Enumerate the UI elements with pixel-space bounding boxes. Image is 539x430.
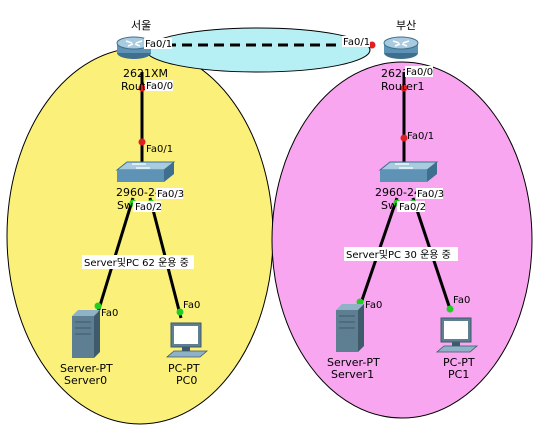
pc-icon[interactable] (435, 317, 479, 353)
switch-icon[interactable] (115, 161, 176, 182)
router0-model-label: 2621XM (123, 67, 168, 80)
router1-port-fa01: Fa0/1 (343, 37, 370, 48)
busan-usage-note: Server및PC 30 운용 중 (346, 249, 451, 261)
router1-name-label: Router1 (381, 80, 424, 93)
server-icon[interactable] (336, 304, 364, 352)
status-dot-pc0 (176, 308, 184, 316)
switch0-port-fa02: Fa0/2 (135, 202, 162, 213)
status-dot-pc1 (446, 305, 454, 313)
router0-port-fa01: Fa0/1 (145, 39, 172, 50)
status-dot-switch1-fa01 (400, 134, 408, 142)
busan-area-ellipse (271, 61, 533, 419)
server0-model-label: Server-PT (60, 362, 113, 375)
server0-name-label: Server0 (64, 374, 107, 387)
switch-icon[interactable] (378, 161, 439, 182)
pc-icon[interactable] (165, 322, 209, 358)
status-dot-server0 (94, 302, 102, 310)
router-icon[interactable] (383, 36, 419, 59)
status-dot-router0-fa00 (138, 84, 146, 92)
pc1-model-label: PC-PT (443, 356, 475, 369)
pc1-name-label: PC1 (448, 368, 469, 381)
server1-name-label: Server1 (331, 368, 374, 381)
switch1-port-fa01: Fa0/1 (407, 131, 434, 142)
router1-city-label: 부산 (396, 19, 416, 32)
pc1-port-fa0: Fa0 (453, 295, 470, 306)
server0-port-fa0: Fa0 (101, 308, 118, 319)
server1-model-label: Server-PT (327, 356, 380, 369)
status-dot-switch0-fa01 (138, 138, 146, 146)
wan-link-ellipse (145, 27, 371, 73)
status-dot-wan-right (368, 41, 376, 49)
switch1-port-fa02: Fa0/2 (399, 202, 426, 213)
switch0-port-fa03: Fa0/3 (157, 189, 184, 200)
router0-city-label: 서울 (131, 19, 151, 32)
switch0-model-label: 2960-24 (116, 186, 162, 199)
router0-port-fa00: Fa0/0 (146, 81, 173, 92)
seoul-usage-note: Server및PC 62 운용 중 (84, 257, 189, 269)
switch0-port-fa01: Fa0/1 (146, 144, 173, 155)
server-icon[interactable] (72, 310, 100, 358)
pc0-model-label: PC-PT (168, 362, 200, 375)
pc0-port-fa0: Fa0 (183, 300, 200, 311)
seoul-area-ellipse (6, 47, 274, 425)
switch1-model-label: 2960-24 (375, 186, 421, 199)
router-icon[interactable] (116, 36, 152, 59)
status-dot-router1-fa00 (400, 84, 408, 92)
router1-port-fa00: Fa0/0 (406, 67, 433, 78)
pc0-name-label: PC0 (176, 374, 197, 387)
status-dot-server1 (356, 298, 364, 306)
server1-port-fa0: Fa0 (365, 300, 382, 311)
switch1-port-fa03: Fa0/3 (417, 189, 444, 200)
